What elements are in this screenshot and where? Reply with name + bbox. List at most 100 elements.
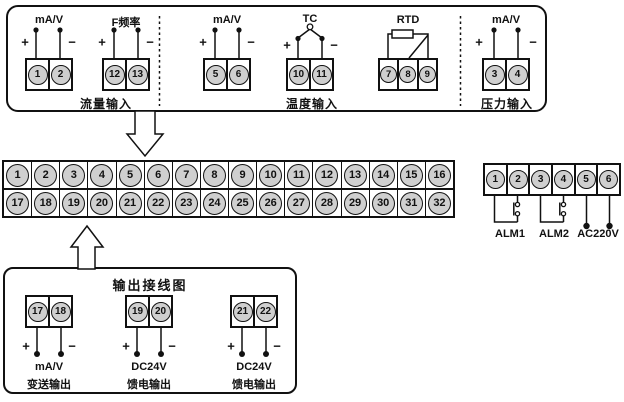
terminal-cell: 24 — [199, 190, 228, 216]
terminal-number: 28 — [315, 191, 339, 215]
terminal-number: 14 — [371, 163, 395, 187]
terminal-cell: 3 — [59, 162, 87, 188]
down-arrow — [125, 110, 165, 158]
terminal-cell: 18 — [48, 297, 71, 326]
terminal-cell: 25 — [228, 190, 256, 216]
terminal-number: 2 — [50, 64, 71, 85]
terminal-number: 32 — [427, 191, 451, 215]
terminal-number: 18 — [50, 301, 71, 322]
terminal-number: 2 — [508, 170, 528, 189]
terminal-number: 7 — [380, 66, 398, 83]
terminal-number: 25 — [231, 191, 255, 215]
output-box-title: 输出接线图 — [112, 278, 188, 293]
terminal-cell: 12 — [104, 60, 125, 89]
terminal-cell: 10 — [288, 60, 309, 89]
terminal-cell: 5 — [573, 165, 597, 194]
terminal-cell: 9 — [228, 162, 256, 188]
terminal-cell: 28 — [312, 190, 340, 216]
terminal-number: 22 — [146, 191, 170, 215]
terminal-number: 10 — [259, 163, 283, 187]
terminal-number: 19 — [127, 301, 148, 322]
terminal-cell: 20 — [87, 190, 115, 216]
terminal-number: 9 — [418, 66, 436, 83]
terminal-cell: 29 — [340, 190, 369, 216]
terminal-number: 17 — [27, 301, 48, 322]
output-label-dc24v-2: DC24V — [236, 361, 272, 373]
terminal-cell: 7 — [171, 162, 200, 188]
label-ac220v: AC220V — [577, 228, 619, 240]
terminal-number: 3 — [484, 64, 505, 85]
minus-sign: − — [247, 34, 255, 50]
terminal-number: 20 — [150, 301, 171, 322]
terminal-number: 4 — [553, 170, 573, 189]
terminal-number: 23 — [174, 191, 198, 215]
terminal-cell: 4 — [551, 165, 574, 194]
alm1-contact — [493, 196, 519, 223]
terminal-cell: 17 — [27, 297, 48, 326]
terminal-cell: 2 — [505, 165, 529, 194]
terminal-number: 26 — [259, 191, 283, 215]
terminal-cell: 2 — [48, 60, 71, 89]
terminal-number: 13 — [127, 64, 148, 85]
terminal-number: 12 — [104, 64, 125, 85]
alm2-contact — [539, 196, 565, 223]
terminal-number: 16 — [427, 163, 451, 187]
label-alm2: ALM2 — [539, 228, 569, 240]
terminal-number: 15 — [399, 163, 423, 187]
terminal-number: 27 — [287, 191, 311, 215]
terminal-number: 9 — [231, 163, 255, 187]
terminal-block-5-6: 5 6 — [203, 58, 251, 91]
group-title-pressure-mav: mA/V — [491, 14, 521, 26]
minus-sign: − — [529, 34, 537, 50]
terminal-cell: 6 — [596, 165, 619, 194]
terminal-cell: 7 — [380, 60, 398, 89]
terminal-cell: 4 — [87, 162, 115, 188]
terminal-number: 6 — [228, 64, 249, 85]
terminal-cell: 16 — [424, 162, 453, 188]
terminal-number: 30 — [371, 191, 395, 215]
terminal-number: 4 — [90, 163, 114, 187]
group-title-frequency: F频率 — [111, 17, 141, 29]
terminal-cell: 6 — [143, 162, 172, 188]
terminal-block-7-8-9: 7 8 9 — [378, 58, 438, 91]
terminal-cell: 19 — [127, 297, 148, 326]
terminal-block-21-22: 21 22 — [230, 295, 278, 328]
terminal-number: 24 — [202, 191, 226, 215]
terminal-cell: 30 — [368, 190, 397, 216]
terminal-cell: 13 — [125, 60, 148, 89]
terminal-number: 13 — [343, 163, 367, 187]
terminal-cell: 27 — [284, 190, 312, 216]
terminal-cell: 15 — [396, 162, 425, 188]
terminal-number: 5 — [118, 163, 142, 187]
terminal-cell: 22 — [253, 297, 276, 326]
terminal-number: 6 — [146, 163, 170, 187]
terminal-cell: 5 — [205, 60, 226, 89]
terminal-cell: 11 — [284, 162, 312, 188]
output-label-feed-1: 馈电输出 — [127, 379, 171, 391]
plus-sign: + — [475, 34, 483, 50]
plus-sign: + — [199, 34, 207, 50]
output-label-feed-2: 馈电输出 — [232, 379, 276, 391]
minus-sign: − — [168, 338, 176, 354]
terminal-cell: 1 — [27, 60, 48, 89]
plus-sign: + — [22, 338, 30, 354]
terminal-cell: 12 — [312, 162, 340, 188]
terminal-number: 1 — [6, 163, 30, 187]
terminal-number: 10 — [288, 64, 309, 85]
terminal-cell: 17 — [4, 190, 31, 216]
terminal-cell: 19 — [59, 190, 87, 216]
terminal-cell: 4 — [505, 60, 528, 89]
terminal-number: 19 — [62, 191, 86, 215]
terminal-cell: 2 — [31, 162, 59, 188]
terminal-number: 6 — [599, 170, 619, 189]
terminal-block-17-18: 17 18 — [25, 295, 73, 328]
terminal-number: 4 — [507, 64, 528, 85]
terminal-cell: 3 — [528, 165, 551, 194]
terminal-number: 2 — [34, 163, 58, 187]
terminal-cell: 20 — [148, 297, 171, 326]
terminal-cell: 32 — [424, 190, 453, 216]
terminal-cell: 22 — [143, 190, 172, 216]
terminal-cell: 18 — [31, 190, 59, 216]
